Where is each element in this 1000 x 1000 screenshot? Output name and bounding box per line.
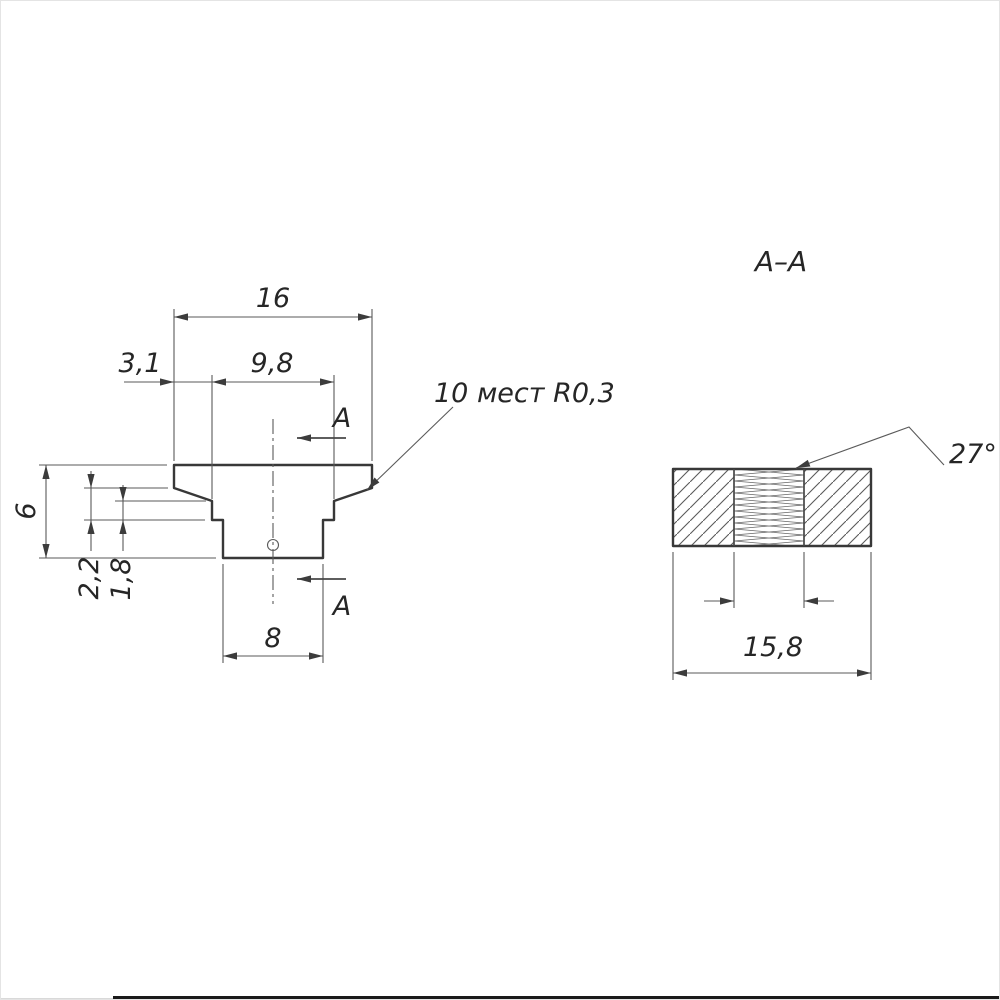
hatch-area-left	[673, 469, 734, 546]
scan-edge-artifact-light	[1, 998, 113, 999]
thread-texture	[734, 469, 804, 546]
dim-lip-height-label: 1,8	[106, 558, 137, 601]
section-title: A–A	[753, 245, 807, 278]
dim-chamfer-angle-label: 27°	[949, 439, 997, 470]
dim-length-label: 15,8	[743, 632, 803, 663]
section-outline	[671, 467, 873, 548]
extension-lines	[39, 309, 373, 663]
section-label-top: A	[331, 403, 351, 434]
dimension-lines	[45, 316, 372, 657]
section-extension-lines	[672, 552, 872, 680]
leader-line	[366, 406, 454, 491]
dim-side-offset-label: 3,1	[119, 348, 162, 379]
hole-center-mark	[266, 538, 280, 552]
arrowheads-front	[42, 313, 380, 660]
dim-step-height-label: 2,2	[74, 557, 105, 600]
dim-inner-width-label: 9,8	[251, 348, 294, 379]
radius-note-label: 10 мест R0,3	[434, 378, 615, 409]
hatch-area-right	[804, 469, 871, 546]
dim-top-width-label: 16	[256, 283, 290, 314]
dim-total-height-label: 6	[11, 502, 42, 519]
scan-edge-artifact	[113, 996, 999, 999]
thread-bore-lines	[733, 469, 805, 546]
dim-slot-width-label: 8	[264, 623, 281, 654]
front-view: 16 3,1 9,8 10 мест R0,3 A A 6 2,2 1,8 8	[11, 283, 615, 663]
part-outline	[172, 463, 374, 560]
section-label-bottom: A	[331, 591, 351, 622]
angle-callout-lines	[795, 426, 945, 469]
section-view: A–A 27° 15,8	[671, 245, 997, 680]
